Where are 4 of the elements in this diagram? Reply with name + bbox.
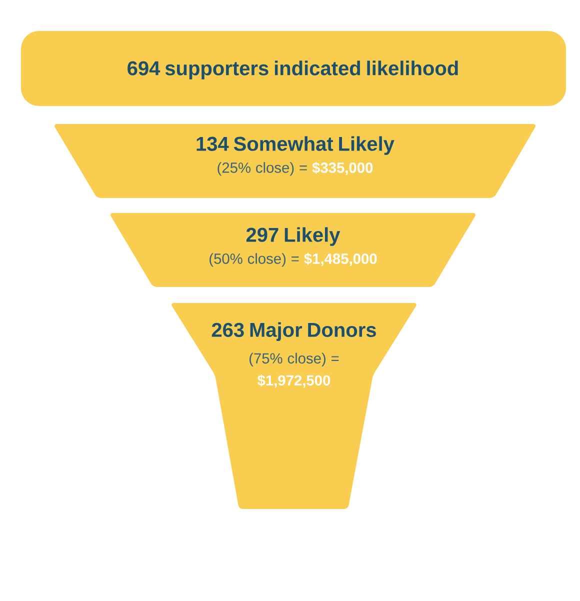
rounded-box: 694 supporters indicated likelihood (21, 31, 566, 106)
funnel-segment: 297 Likely (50% close) = $1,485,000 (110, 213, 476, 287)
funnel-segment: 134 Somewhat Likely (25% close) = $335,000 (54, 124, 536, 198)
funnel-segment: 263 Major Donors (75% close) = $1,972,500 (172, 303, 416, 509)
